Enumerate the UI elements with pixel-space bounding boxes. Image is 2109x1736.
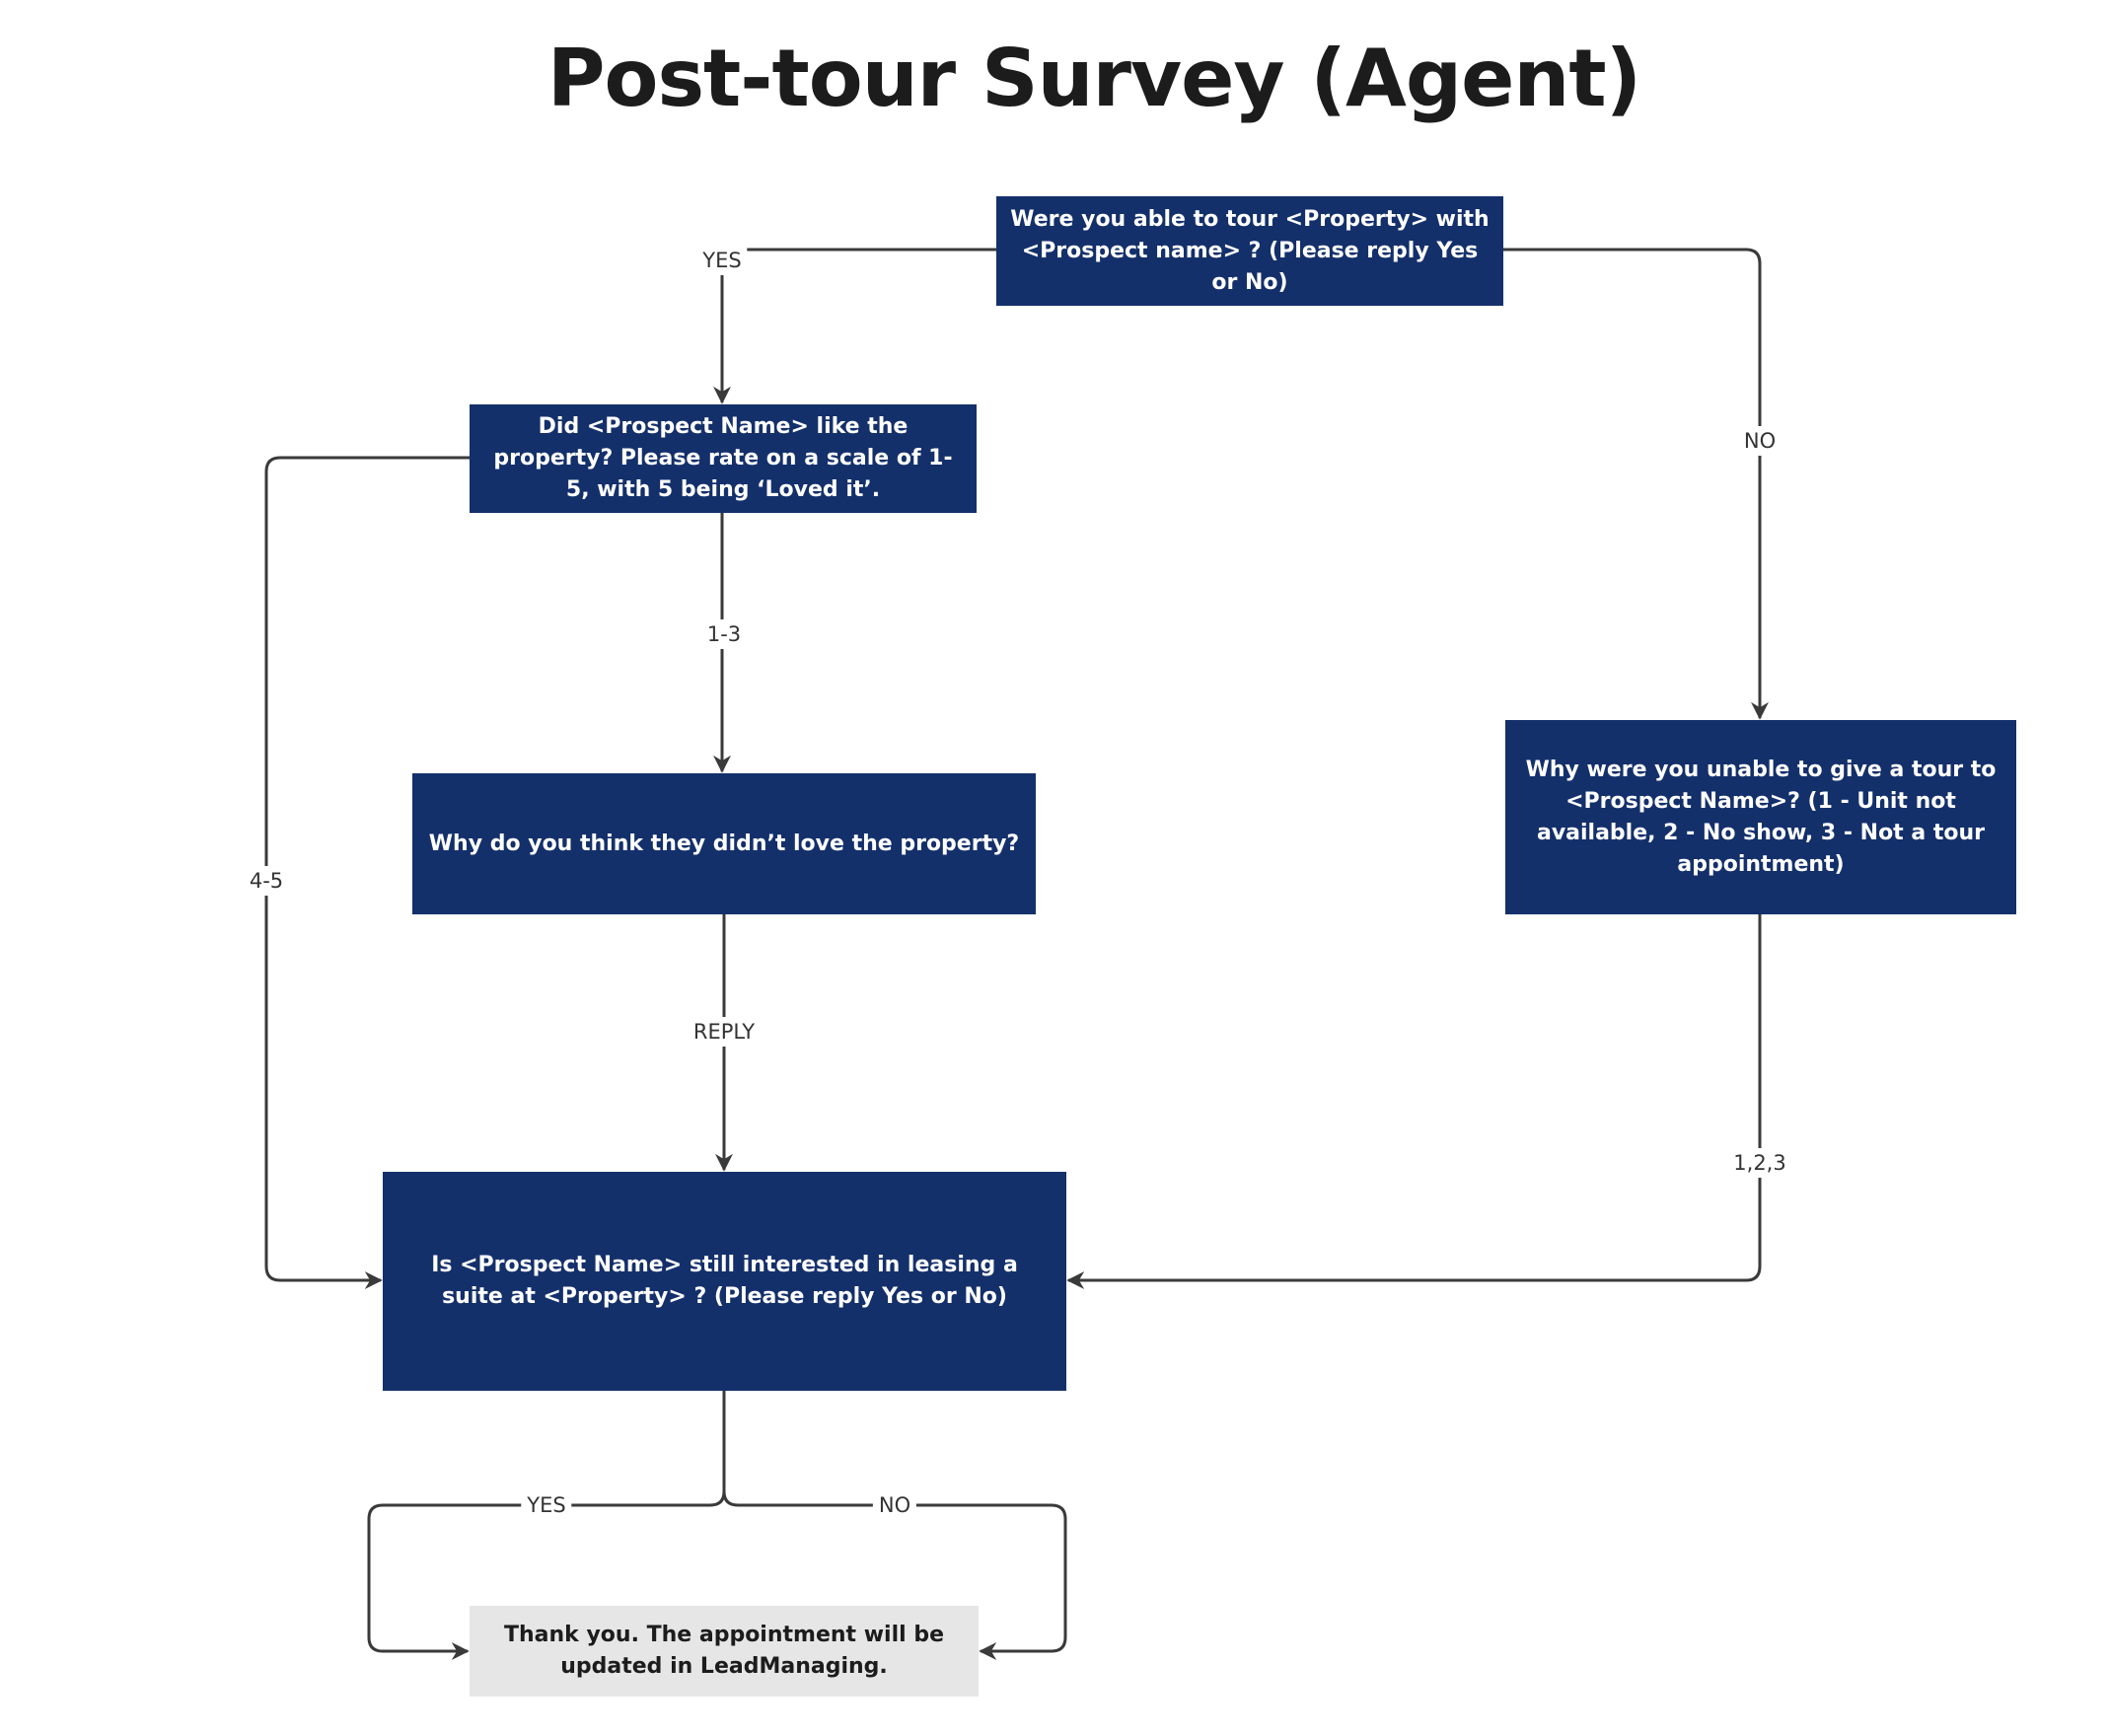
node-still-interested: Is <Prospect Name> still interested in l… [383, 1172, 1066, 1391]
node-rating-question: Did <Prospect Name> like the property? P… [470, 404, 977, 513]
edge-label-interested-no: NO [872, 1490, 917, 1520]
connector-reasons [1066, 914, 1762, 1289]
connector-tour-yes [713, 248, 996, 404]
node-why-unable: Why were you unable to give a tour to <P… [1505, 720, 2016, 914]
edge-label-reasons: 1,2,3 [1727, 1148, 1792, 1178]
edge-label-rating-low: 1-3 [700, 619, 748, 649]
diagram-title: Post-tour Survey (Agent) [546, 33, 1641, 124]
node-tour-question: Were you able to tour <Property> with <P… [996, 196, 1503, 306]
edge-label-tour-no: NO [1737, 426, 1782, 456]
edge-label-rating-high: 4-5 [243, 866, 290, 896]
edge-label-tour-yes: YES [696, 246, 748, 275]
connector-interested-no [722, 1490, 1067, 1660]
node-why-not-love: Why do you think they didn’t love the pr… [412, 773, 1036, 914]
edge-label-interested-yes: YES [521, 1490, 572, 1520]
connector-interested-yes [367, 1391, 726, 1660]
connector-tour-no [1503, 248, 1769, 720]
node-thank-you: Thank you. The appointment will be updat… [470, 1606, 979, 1697]
edge-label-reply: REPLY [687, 1017, 762, 1047]
